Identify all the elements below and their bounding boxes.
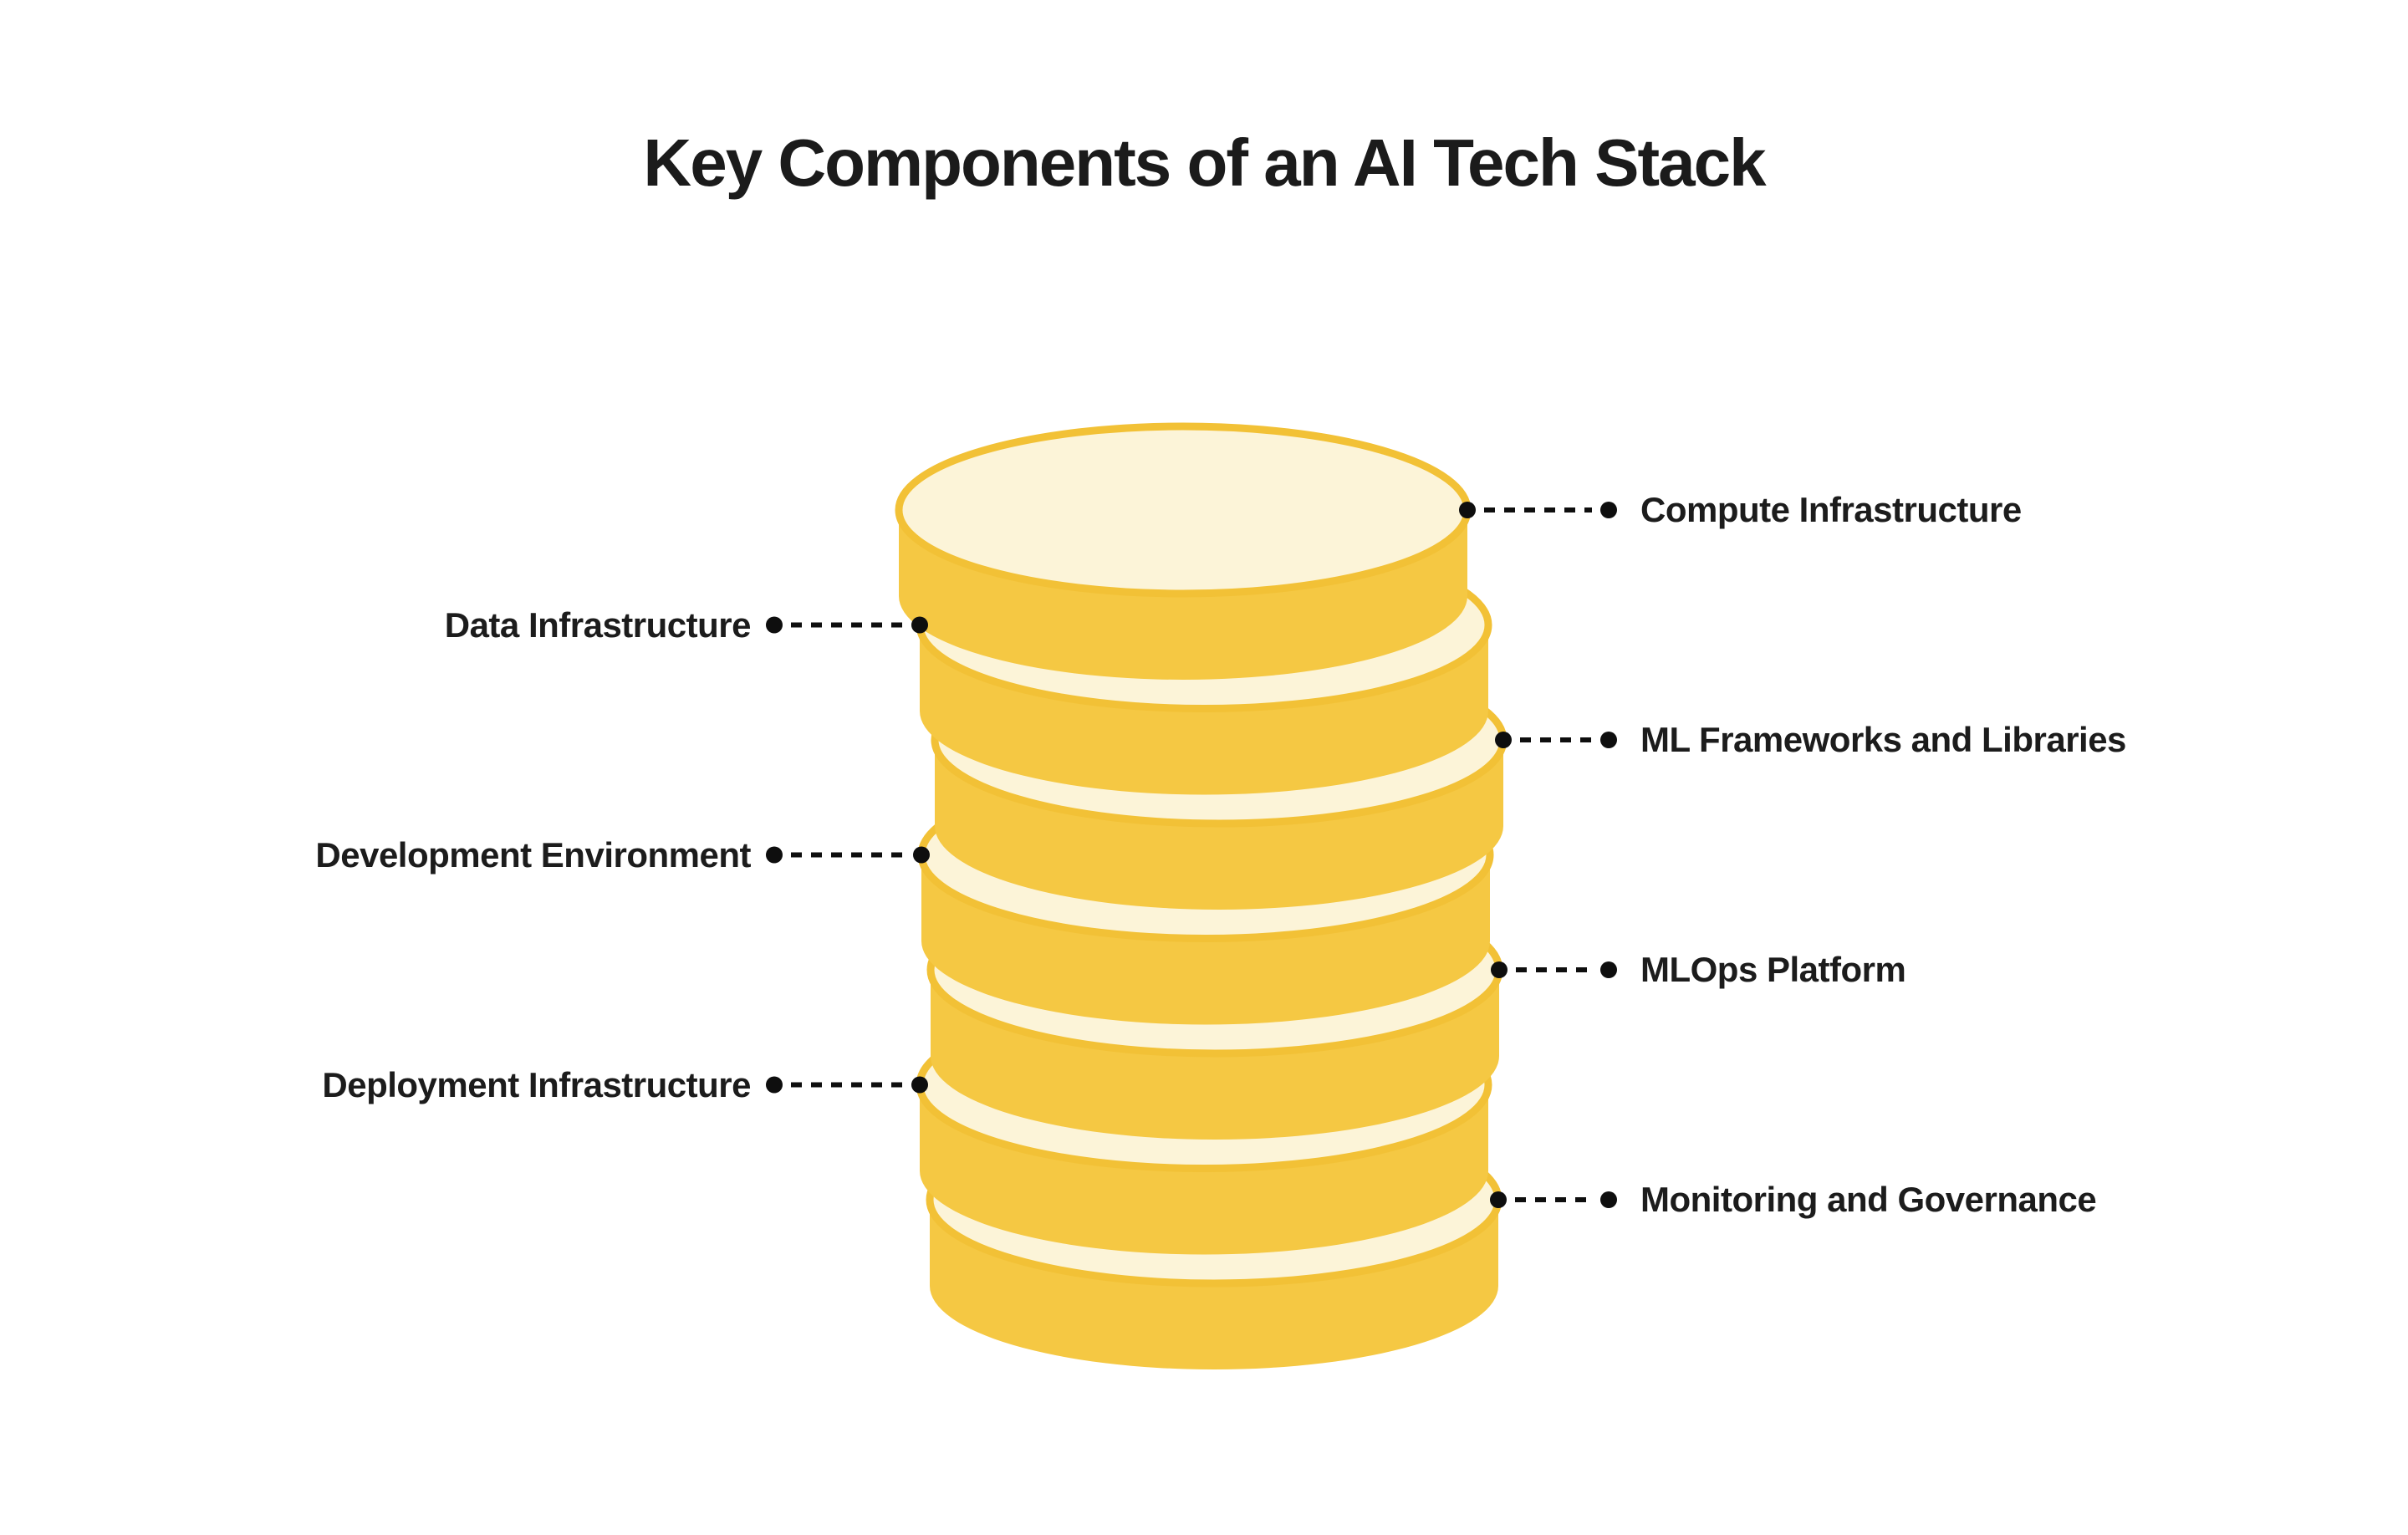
component-label: Data Infrastructure bbox=[444, 604, 752, 645]
component-label: Compute Infrastructure bbox=[1640, 490, 2022, 529]
connector-dot-label bbox=[1600, 502, 1617, 518]
connector-dot-label bbox=[766, 846, 783, 864]
coin-top bbox=[895, 422, 1472, 598]
connector-dot-label bbox=[1600, 961, 1617, 978]
page-title: Key Components of an AI Tech Stack bbox=[643, 125, 1766, 200]
connector-dot-coin bbox=[1459, 502, 1476, 518]
component-label: Monitoring and Governance bbox=[1640, 1180, 2097, 1219]
connector-dot-coin bbox=[911, 616, 928, 634]
connector-dot-label bbox=[1600, 732, 1617, 748]
connector-dot-coin bbox=[1495, 732, 1512, 748]
component-label: Development Environment bbox=[315, 834, 751, 875]
component-label: Deployment Infrastructure bbox=[322, 1064, 751, 1104]
component-label: MLOps Platform bbox=[1640, 950, 1906, 989]
component-label: ML Frameworks and Libraries bbox=[1640, 720, 2126, 759]
connector-dot-label bbox=[766, 616, 783, 634]
connector-dot-coin bbox=[911, 1076, 928, 1094]
connector-dot-coin bbox=[913, 846, 930, 864]
connector-dot-label bbox=[766, 1076, 783, 1094]
connector-dot-label bbox=[1600, 1191, 1617, 1208]
connector-dot-coin bbox=[1490, 1191, 1507, 1208]
connector-dot-coin bbox=[1491, 961, 1508, 978]
